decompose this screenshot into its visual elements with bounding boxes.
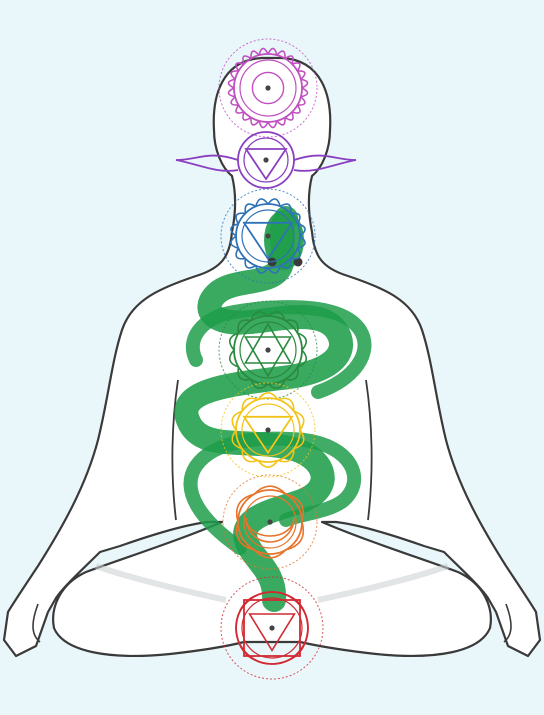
chakra-ring <box>235 591 309 665</box>
chakra-petals <box>228 310 308 390</box>
chakra-inner-ring <box>241 209 295 263</box>
chakra-bindu <box>269 625 275 631</box>
chakra-ring <box>235 397 301 463</box>
serpent-body <box>174 206 353 612</box>
ten-petal-triangle-icon <box>220 382 316 478</box>
leg-fold-right <box>317 563 449 603</box>
sixteen-petal-circle-icon <box>220 188 316 284</box>
chakra-petal-left <box>175 154 239 172</box>
chakra-inner-ring <box>241 403 295 457</box>
serpent-coil-outer <box>183 431 362 555</box>
chakra-ring <box>233 315 303 385</box>
chakra-dotted-ring <box>218 38 318 138</box>
right-hand <box>503 603 512 643</box>
chakra-triangle-down <box>243 336 293 378</box>
chakra-inner-ring <box>241 597 303 659</box>
chakra-triangle <box>248 613 296 652</box>
chakra-bindu <box>265 427 271 433</box>
chakra-petals <box>231 392 305 468</box>
chakra-petals <box>235 485 305 559</box>
chakra-dotted-ring <box>218 300 318 400</box>
chakra-petals <box>230 198 306 274</box>
chakra-ring <box>233 53 303 123</box>
square-triangle-lotus-icon <box>220 576 324 680</box>
right-arm-line <box>365 379 373 521</box>
chakra-triangle <box>242 415 294 455</box>
chakra-dotted-ring <box>220 576 324 680</box>
lotus-thousand-petal-icon <box>218 38 318 138</box>
serpent-eye-right <box>293 257 303 267</box>
two-petal-triangle-icon <box>175 131 357 189</box>
crescent-lotus-icon <box>222 474 318 570</box>
chakra-inner-ring <box>243 495 297 549</box>
chakra-inner-ring <box>243 137 289 183</box>
chakra-inner-ring <box>239 59 297 117</box>
chakra-bindu <box>263 157 269 163</box>
chakra-ring <box>237 131 295 189</box>
chakra-triangle <box>244 148 288 181</box>
serpent <box>174 206 372 612</box>
chakra-dotted-ring <box>220 188 316 284</box>
chakra-bindu <box>265 347 271 353</box>
chakra-dotted-ring <box>220 382 316 478</box>
chakra-column <box>175 38 357 680</box>
chakra-petal-right <box>293 154 357 172</box>
chakra-crescent <box>245 517 295 543</box>
chakra-ring <box>237 489 303 555</box>
left-hand <box>32 603 41 643</box>
left-arm-line <box>171 379 179 521</box>
hexagram-lotus-icon <box>218 300 318 400</box>
chakra-bindu <box>267 519 273 525</box>
chakra-triangle-up <box>243 322 293 364</box>
chakra-bindu <box>265 233 271 239</box>
chakra-square <box>243 599 301 657</box>
chakra-petals <box>227 47 309 129</box>
chakra-inner-ring <box>239 321 297 379</box>
leg-fold-left <box>95 563 227 603</box>
chakra-dotted-ring <box>222 474 318 570</box>
chakra-triangle <box>242 221 294 261</box>
chakra-ring <box>235 203 301 269</box>
chakra-bindu <box>265 85 271 91</box>
chakra-core-ring <box>251 71 285 105</box>
serpent-coil-upper <box>185 300 372 399</box>
